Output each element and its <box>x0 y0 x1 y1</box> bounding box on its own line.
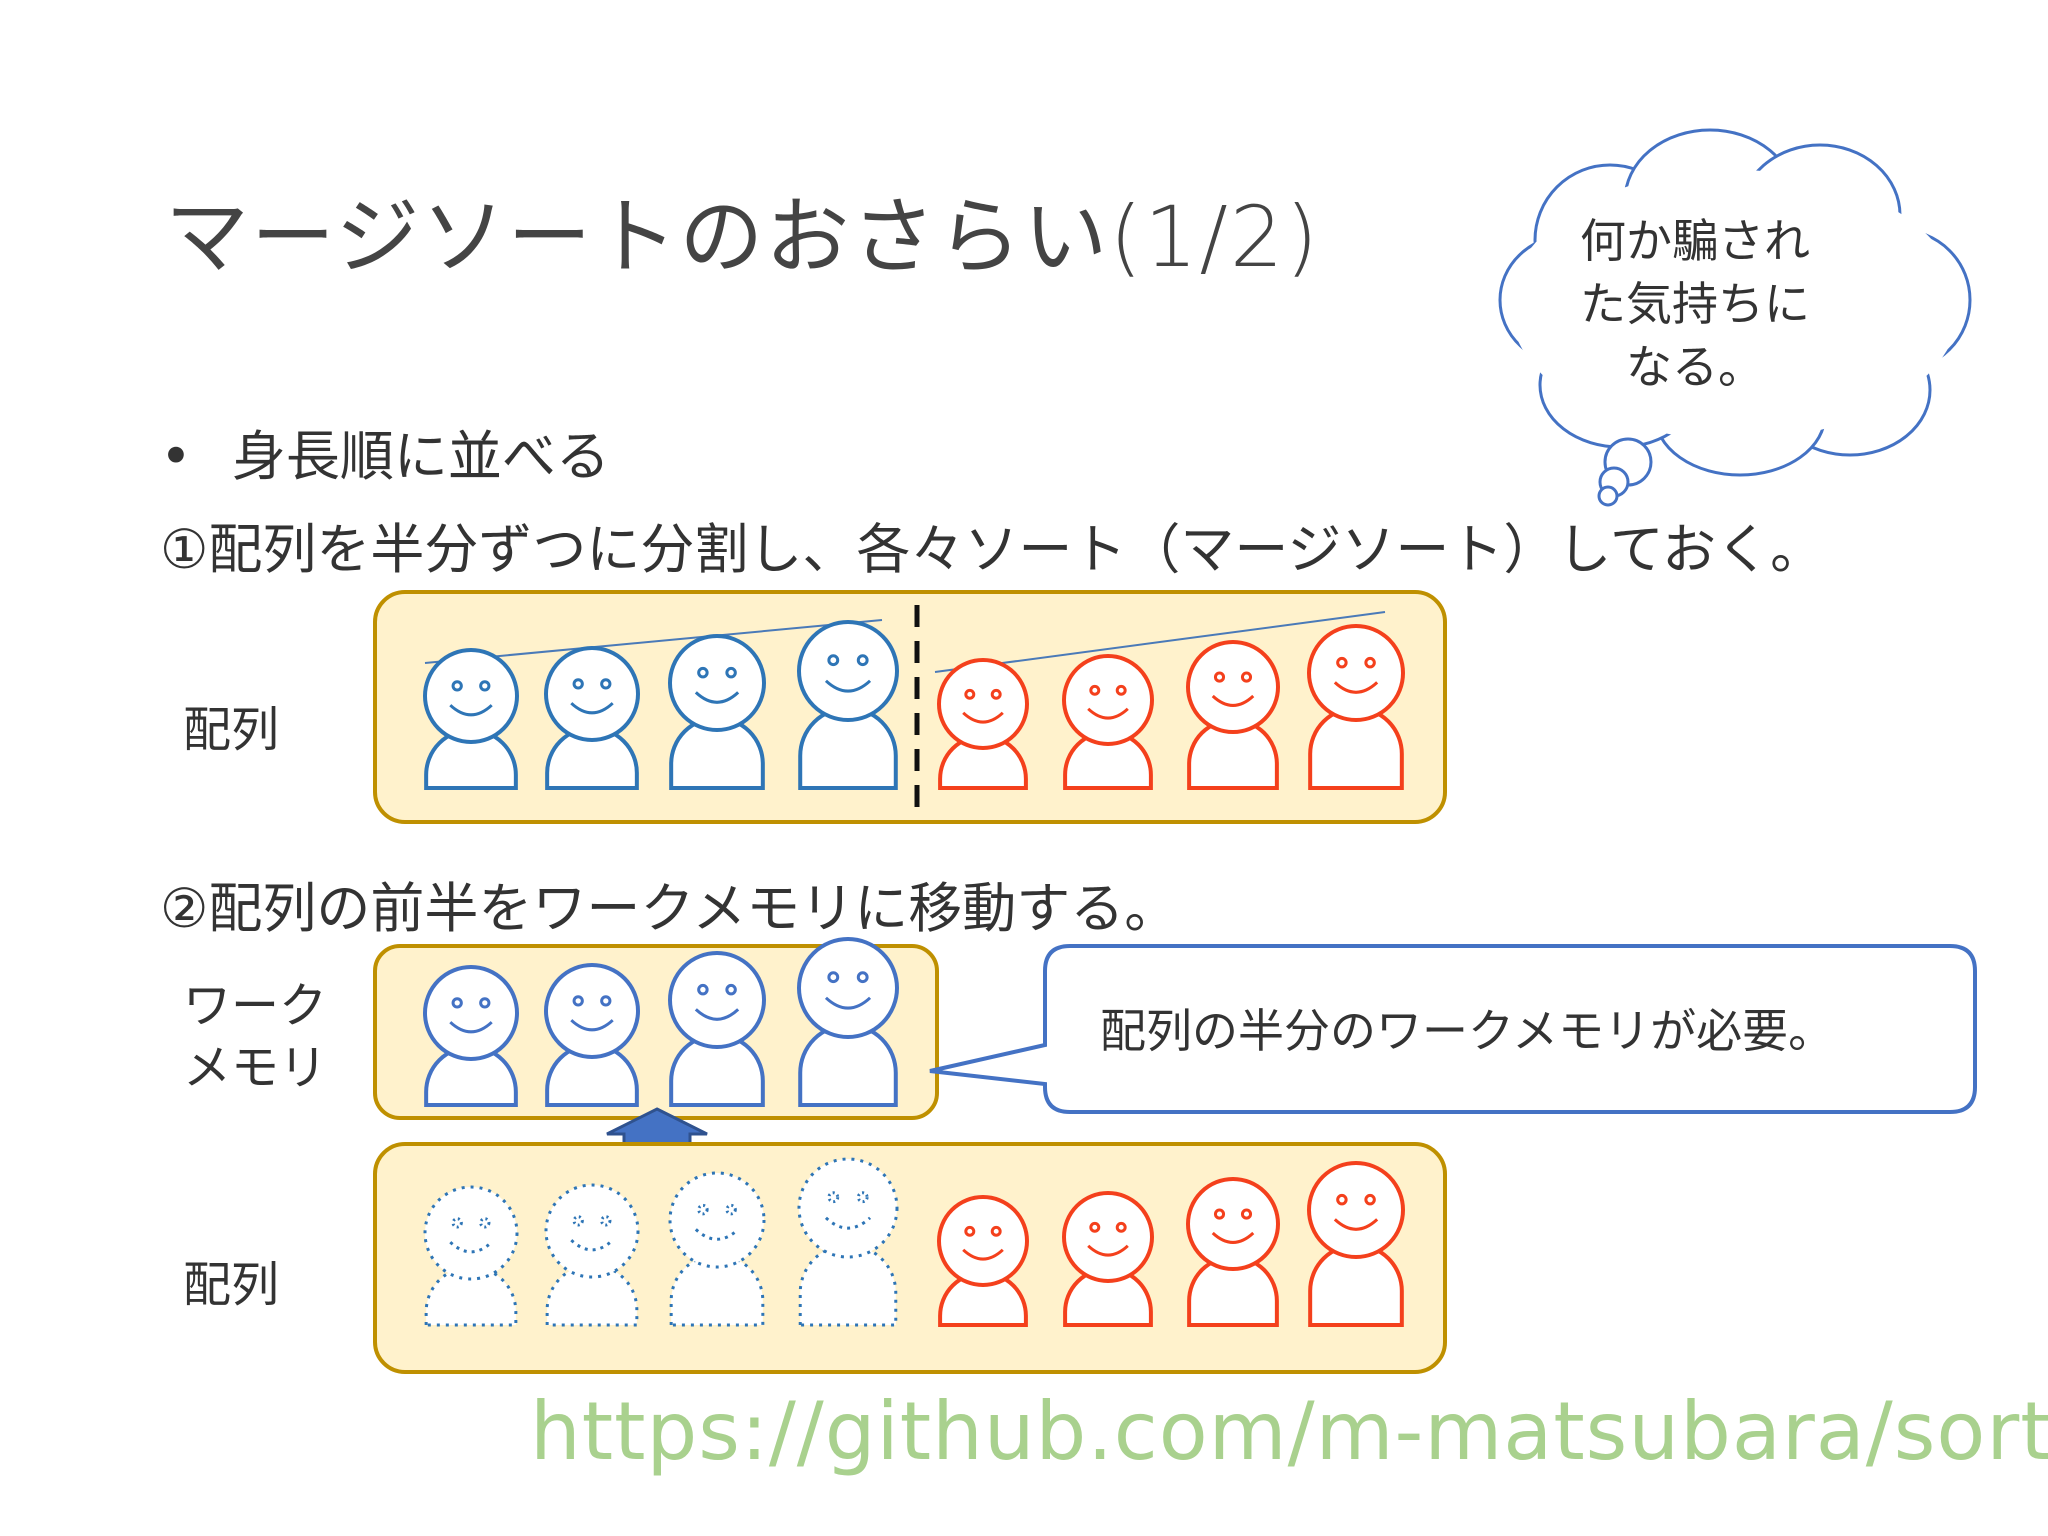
callout-text: 配列の半分のワークメモリが必要。 <box>1100 1004 1835 1058</box>
person-icon <box>797 1157 899 1327</box>
thought-text: 何か騙された気持ちになる。 <box>1580 214 1810 394</box>
person-icon <box>1307 1161 1405 1327</box>
person-icon <box>1062 1191 1154 1327</box>
work-memory-label-line2: メモリ <box>183 1040 328 1096</box>
trend-line-left <box>424 619 883 664</box>
bullet-item: • 身長順に並べる <box>160 412 610 491</box>
person-icon <box>423 1185 519 1327</box>
person-icon <box>937 1195 1029 1327</box>
person-icon <box>1186 640 1280 790</box>
person-icon <box>1307 624 1405 790</box>
person-icon <box>797 937 899 1107</box>
work-memory-label-line1: ワーク <box>183 978 328 1034</box>
source-url: https://github.com/m-matsubara/sort <box>530 1385 2048 1478</box>
person-icon <box>668 1171 766 1327</box>
work-memory-label: ワーク メモリ <box>183 975 327 1099</box>
person-icon <box>668 634 766 790</box>
page-title: マージソートのおさらい(1/2) <box>165 188 1321 286</box>
array-label-1: 配列 <box>183 702 280 758</box>
person-icon <box>937 658 1029 790</box>
person-icon <box>423 648 519 790</box>
person-icon <box>1186 1177 1280 1327</box>
person-icon <box>797 620 899 790</box>
person-icon <box>1062 654 1154 790</box>
trend-line-right <box>934 611 1386 673</box>
array-label-2: 配列 <box>183 1257 280 1313</box>
step2-text: ②配列の前半をワークメモリに移動する。 <box>160 877 1179 940</box>
step1-text: ①配列を半分ずつに分割し、各々ソート（マージソート）しておく。 <box>160 518 1825 581</box>
person-icon <box>544 963 640 1107</box>
person-icon <box>544 646 640 790</box>
array-box-1 <box>373 590 1447 824</box>
bullet-dot-icon: • <box>160 425 192 488</box>
person-icon <box>668 951 766 1107</box>
work-memory-people <box>423 937 899 1107</box>
person-icon <box>423 965 519 1107</box>
bullet-text: 身長順に並べる <box>231 425 610 488</box>
array-box-2 <box>373 1142 1447 1374</box>
thought-cloud-icon <box>1498 128 1972 507</box>
person-icon <box>544 1183 640 1327</box>
row2-people <box>423 1157 1405 1327</box>
row1-people <box>423 620 1405 790</box>
speech-callout-icon <box>929 944 1977 1114</box>
